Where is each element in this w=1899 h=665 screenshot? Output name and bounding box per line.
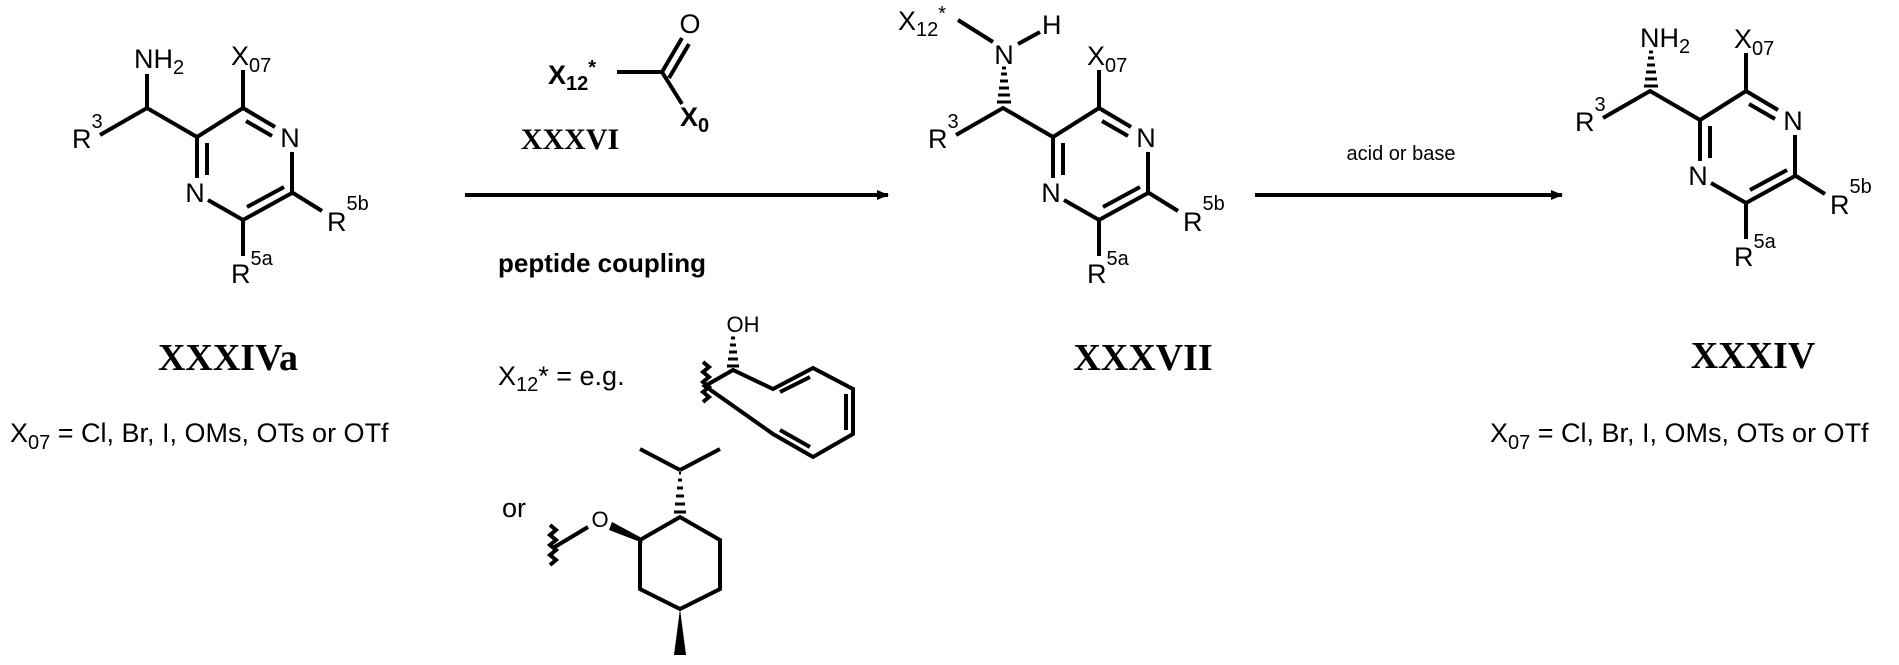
oh-label: OH (727, 312, 760, 337)
ring-n1: N (185, 178, 205, 208)
compound-xxxiv: N N X07 R5b R5a R3 NH2 XXXIV X07 = Cl, B… (1490, 23, 1872, 454)
x07-definition: X07 = Cl, Br, I, OMs, OTs or OTf (1490, 418, 1869, 454)
ring-n1: N (1041, 178, 1061, 208)
x12-example-prefix: X12* = e.g. (498, 361, 625, 396)
carbonyl-o: O (679, 9, 700, 39)
ether-o: O (591, 507, 608, 532)
reagent-label: XXXVI (521, 123, 619, 156)
compound-xxxvii: N N X07 R5b R5a R3 N H X12* XXXVII (898, 3, 1225, 379)
n-h-label: H (1042, 10, 1062, 40)
x0-label: X0 (680, 102, 709, 137)
r3-label: R3 (72, 111, 103, 154)
x12-example-menthyl: or O (502, 449, 720, 655)
reaction-step-2: acid or base (1255, 143, 1562, 195)
r5a-label: R5a (1734, 231, 1777, 272)
reagent-xxxvi: X12* O X0 XXXVI (521, 9, 709, 156)
x12-label: X12* (898, 3, 946, 41)
compound-xxxiva: N N X07 R5b R5a R3 NH2 XXXIVa X07 = Cl, … (10, 41, 389, 454)
amide-n: N (994, 40, 1014, 70)
compound-label: XXXIVa (158, 337, 298, 379)
compound-label: XXXIV (1691, 335, 1816, 377)
reaction-step-1: X12* O X0 XXXVI peptide coupling X12* = … (465, 9, 888, 655)
r5b-label: R5b (1830, 176, 1872, 220)
nh2-label: NH2 (134, 44, 184, 79)
x07-definition: X07 = Cl, Br, I, OMs, OTs or OTf (10, 418, 389, 454)
x07-label: X07 (231, 41, 271, 77)
pyrazine-ring: N N X07 R5b R5a R3 (928, 41, 1225, 289)
r3-label: R3 (1575, 94, 1606, 137)
pyrazine-ring: N N X07 R5b R5a R3 (1575, 24, 1872, 272)
r5a-label: R5a (231, 248, 274, 289)
r5b-label: R5b (1183, 193, 1225, 237)
reagent-x12-label: X12* (548, 57, 596, 95)
r5a-label: R5a (1087, 248, 1130, 289)
x07-label: X07 (1087, 41, 1127, 77)
ring-n4: N (1136, 123, 1156, 153)
condition-label: peptide coupling (498, 248, 706, 278)
or-label: or (502, 493, 526, 523)
compound-label: XXXVII (1073, 337, 1212, 379)
x07-label: X07 (1734, 24, 1774, 60)
ring-n1: N (1688, 161, 1708, 191)
nh2-label: NH2 (1640, 23, 1690, 58)
ring-n4: N (1783, 106, 1803, 136)
pyrazine-ring: N N X07 R5b R5a (185, 41, 369, 289)
x12-example-phenylethanol: X12* = e.g. OH (498, 312, 853, 457)
ring-n4: N (280, 123, 300, 153)
condition-label: acid or base (1347, 143, 1456, 165)
r3-label: R3 (928, 111, 959, 154)
r5b-label: R5b (327, 193, 369, 237)
